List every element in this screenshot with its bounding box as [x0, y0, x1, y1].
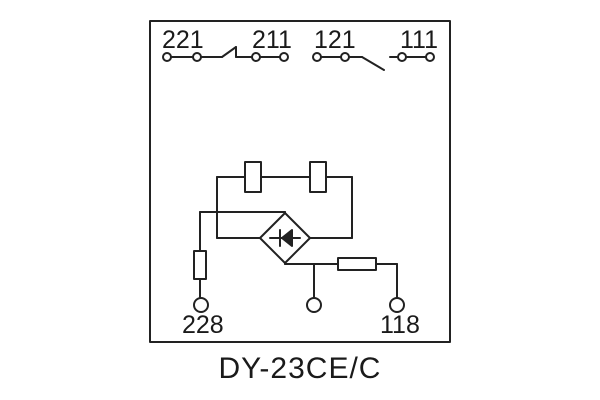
terminal-dot-121b: [340, 52, 350, 62]
terminal-dot-111b: [425, 52, 435, 62]
terminal-dot-221b: [192, 52, 202, 62]
contact-121-111: [312, 52, 435, 71]
housing-frame: [149, 20, 451, 343]
resistor-right: [337, 257, 377, 271]
contact-blade-open: [361, 56, 385, 71]
left-input-path: [193, 211, 286, 313]
contact-label-111: 111: [400, 26, 438, 54]
coil-circuit: [216, 161, 353, 239]
terminal-dot-221a: [162, 52, 172, 62]
resistor-left: [193, 250, 207, 280]
terminal-center-circle: [306, 297, 322, 313]
terminal-dot-111a: [397, 52, 407, 62]
contact-label-121: 121: [314, 26, 356, 54]
terminal-dot-211a: [251, 52, 261, 62]
bridge-rectifier-icon: [259, 212, 311, 264]
right-input-path: [284, 257, 405, 313]
coil-left: [244, 161, 262, 193]
contact-blade: [221, 46, 237, 58]
terminal-label-228: 228: [182, 311, 224, 339]
terminal-dot-211b: [279, 52, 289, 62]
model-caption: DY-23CE/C: [218, 352, 382, 385]
coil-right: [309, 161, 327, 193]
contact-label-221: 221: [162, 26, 204, 54]
contact-221-211: [162, 46, 289, 62]
terminal-118-circle: [389, 297, 405, 313]
contact-label-211: 211: [252, 26, 292, 54]
terminal-dot-121a: [312, 52, 322, 62]
terminal-label-118: 118: [380, 311, 420, 339]
terminal-228-circle: [193, 297, 209, 313]
